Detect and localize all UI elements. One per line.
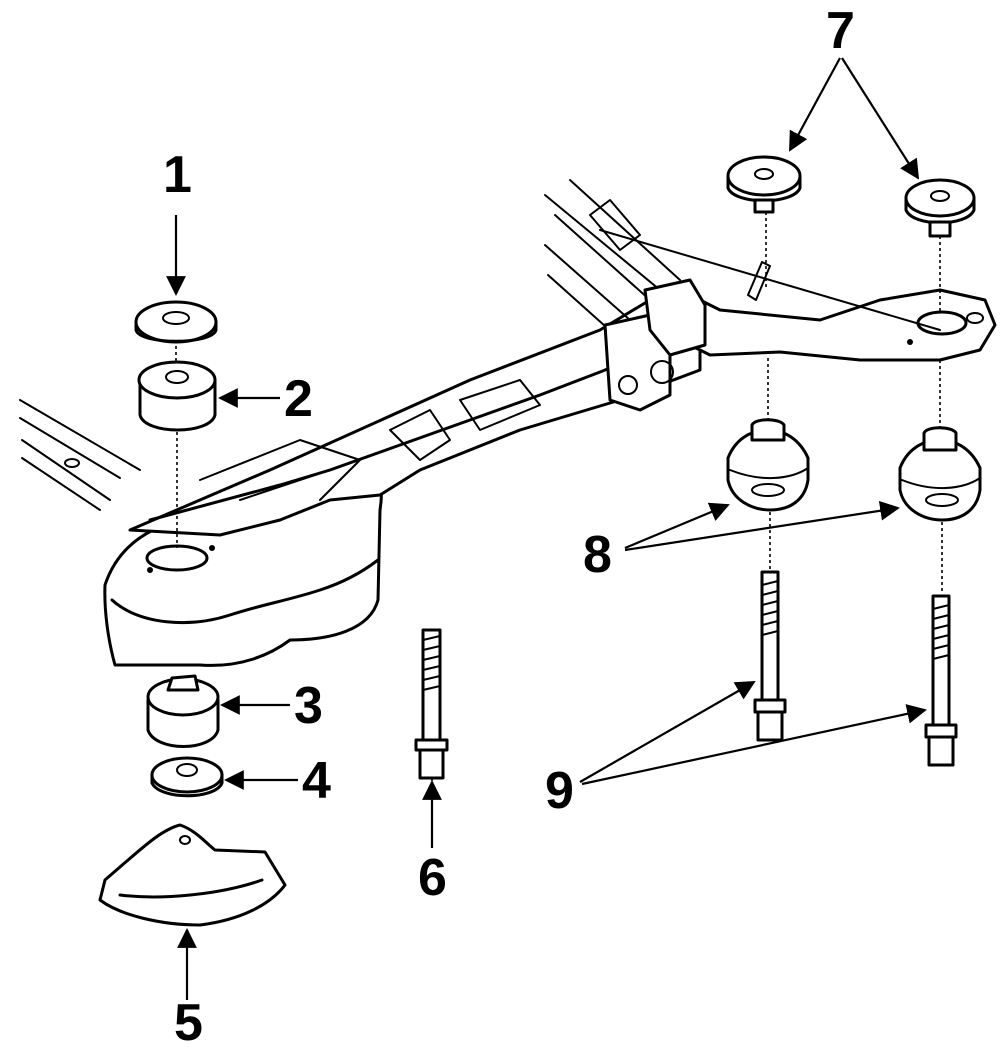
callout-7: 7 — [826, 2, 855, 60]
callout-8: 8 — [583, 526, 612, 584]
part-4-retainer — [150, 756, 224, 798]
callout-5: 5 — [174, 994, 203, 1049]
part-1-washer — [134, 300, 218, 344]
callout-2: 2 — [284, 370, 313, 428]
part-5-shield — [98, 823, 287, 927]
part-3-insulator — [146, 674, 220, 748]
callout-labels: 1 2 3 4 5 6 7 8 9 — [163, 2, 855, 1049]
crossmember-frame — [19, 179, 997, 667]
callout-9: 9 — [545, 762, 574, 820]
leader-lines — [166, 57, 927, 1000]
part-6-bolt — [414, 628, 449, 780]
callout-4: 4 — [302, 752, 331, 810]
part-7-washers — [726, 155, 976, 238]
part-9-bolts — [753, 570, 958, 767]
callout-1: 1 — [163, 146, 192, 204]
part-2-insulator — [137, 360, 217, 432]
part-8-mounts — [726, 418, 982, 522]
callout-3: 3 — [294, 677, 323, 735]
callout-6: 6 — [418, 849, 447, 907]
